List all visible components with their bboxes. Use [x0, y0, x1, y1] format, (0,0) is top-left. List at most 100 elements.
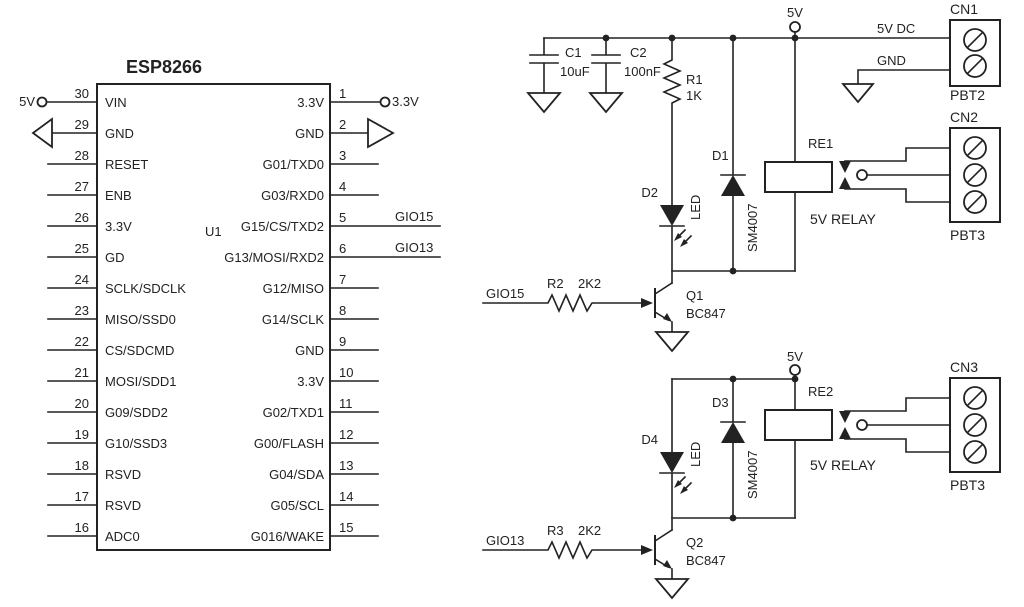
gnd-wire — [857, 69, 951, 85]
pin-number: 12 — [339, 427, 353, 442]
pin-name: ENB — [105, 188, 132, 203]
ic-title: ESP8266 — [126, 57, 202, 77]
pin-name: RSVD — [105, 498, 141, 513]
led-d4: D4 LED — [641, 378, 703, 531]
pin-name: G13/MOSI/RXD2 — [224, 250, 324, 265]
d1-value: SM4007 — [745, 204, 760, 252]
flyback-diode-d3: D3 SM4007 — [712, 378, 760, 519]
pin-number: 20 — [75, 396, 89, 411]
contact-wire-nc — [844, 188, 951, 203]
base-arrowhead — [641, 298, 653, 308]
rail-label: 5V — [787, 5, 803, 20]
pin-number: 10 — [339, 365, 353, 380]
contact-pole-circle — [856, 169, 868, 181]
pin-number: 30 — [75, 86, 89, 101]
contact-pole-circle — [856, 419, 868, 431]
d2-refdes: D2 — [641, 185, 658, 200]
r1-value: 1K — [686, 88, 702, 103]
gnd-net-label: GND — [877, 53, 906, 68]
pin-name: ADC0 — [105, 529, 140, 544]
gio15-net-label: GIO15 — [395, 209, 433, 224]
pin-name: VIN — [105, 95, 127, 110]
contact-wire-nc — [844, 438, 951, 453]
gnd-flag-left-icon — [31, 117, 53, 149]
pin-name: CS/SDCMD — [105, 343, 174, 358]
pin-name: G09/SDD2 — [105, 405, 168, 420]
resistor-symbol — [662, 37, 682, 206]
pin-name: GND — [295, 343, 324, 358]
pin-name: RSVD — [105, 467, 141, 482]
relay-contacts-1 — [839, 147, 951, 203]
d2-label: LED — [688, 195, 703, 220]
gio13-net-label: GIO13 — [395, 240, 433, 255]
relay-coil-body — [764, 409, 833, 441]
vin-net-label: 5V — [19, 94, 35, 109]
contact-arrow-icon — [839, 411, 851, 423]
pin-number: 16 — [75, 520, 89, 535]
pin-name: GD — [105, 250, 125, 265]
ground-symbol — [526, 92, 562, 114]
c1-refdes: C1 — [565, 45, 582, 60]
dc-net-label: 5V DC — [877, 21, 915, 36]
pin-number: 22 — [75, 334, 89, 349]
pin-number: 21 — [75, 365, 89, 380]
supply-terminal-circle — [789, 21, 801, 33]
cn3-refdes: CN3 — [950, 359, 978, 375]
led-arrowhead — [680, 486, 688, 494]
connector-cn3: CN3 PBT3 — [949, 359, 1001, 493]
screw-slot — [966, 193, 984, 211]
base-wire-resistor-r2 — [482, 293, 642, 313]
pin-name: GND — [105, 126, 134, 141]
vin-terminal-circle — [36, 96, 48, 108]
pin-name: G00/FLASH — [254, 436, 324, 451]
pin-number: 4 — [339, 179, 346, 194]
transistor-q2: Q2 BC847 — [653, 528, 726, 600]
pin-name: 3.3V — [297, 374, 324, 389]
pin-number: 14 — [339, 489, 353, 504]
capacitor-symbol — [591, 37, 621, 94]
d4-label: LED — [688, 442, 703, 467]
cn3-part: PBT3 — [950, 477, 985, 493]
gnd-flag-right-icon — [367, 117, 395, 149]
pin-number: 9 — [339, 334, 346, 349]
ground-symbol — [588, 92, 624, 114]
r1-refdes: R1 — [686, 72, 703, 87]
resistor-r1: R1 1K — [662, 37, 703, 206]
pin-name: G12/MISO — [263, 281, 324, 296]
c2-refdes: C2 — [630, 45, 647, 60]
out33-terminal-circle — [379, 96, 391, 108]
ground-symbol — [654, 578, 690, 600]
pin-name: G03/RXD0 — [261, 188, 324, 203]
pin-number: 24 — [75, 272, 89, 287]
re1-label: 5V RELAY — [810, 211, 877, 227]
capacitor-c2: C2 100nF — [588, 37, 661, 114]
relay-channel-1: D1 SM4007 D2 LED RE1 5V RELAY — [482, 37, 1001, 353]
r3-refdes: R3 — [547, 523, 564, 538]
pin-name: G04/SDA — [269, 467, 324, 482]
pin-number: 6 — [339, 241, 346, 256]
contact-arrow-icon — [839, 427, 851, 439]
base-arrowhead — [641, 545, 653, 555]
pin-name: G14/SCLK — [262, 312, 324, 327]
ground-symbol — [654, 331, 690, 353]
ground-symbol — [841, 83, 875, 104]
pin-number: 5 — [339, 210, 346, 225]
pin-number: 13 — [339, 458, 353, 473]
screw-slot — [966, 166, 984, 184]
cn2-refdes: CN2 — [950, 109, 978, 125]
transistor-leads — [653, 281, 674, 333]
capacitor-symbol — [529, 37, 559, 94]
pin-name: RESET — [105, 157, 148, 172]
diode-triangle — [721, 175, 745, 196]
pin-number: 2 — [339, 117, 346, 132]
q1-value: BC847 — [686, 306, 726, 321]
capacitor-c1: C1 10uF — [526, 37, 590, 114]
pin-number: 18 — [75, 458, 89, 473]
screw-slot — [966, 416, 984, 434]
contact-arrow-icon — [839, 177, 851, 189]
pin-number: 28 — [75, 148, 89, 163]
pin-number: 17 — [75, 489, 89, 504]
contact-arrow-icon — [839, 161, 851, 173]
ic-refdes: U1 — [205, 224, 222, 239]
